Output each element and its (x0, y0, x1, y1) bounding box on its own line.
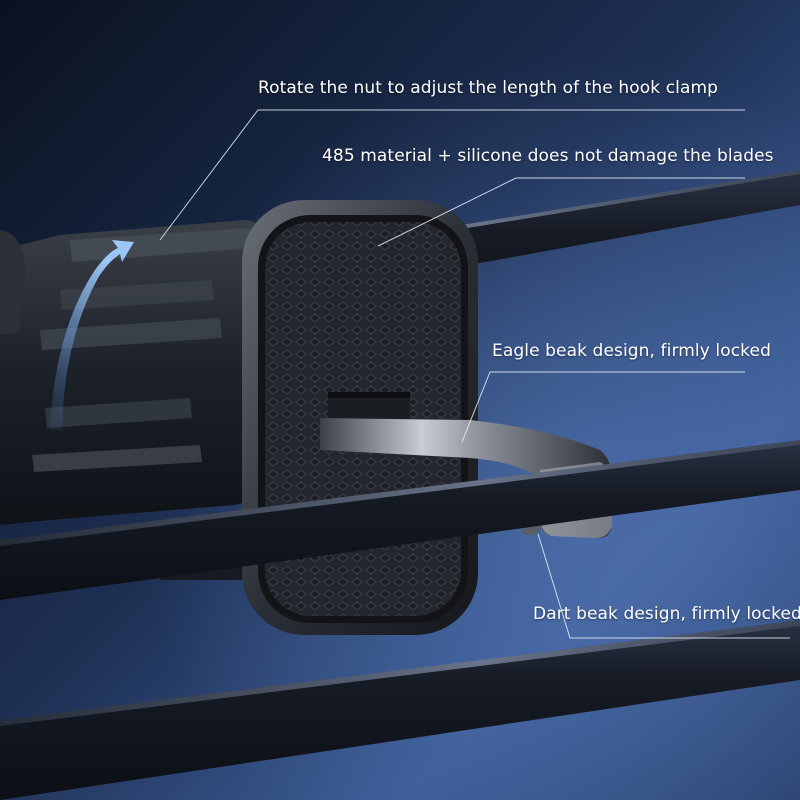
rotation-arrow-icon (50, 240, 134, 430)
vent-blade-bottom (0, 620, 800, 800)
callout-line-eagle (461, 371, 745, 443)
callout-nut-rotation: Rotate the nut to adjust the length of t… (258, 78, 719, 98)
callout-line-pad (377, 177, 745, 247)
callout-line-dart (537, 533, 790, 639)
vent-blade-middle (0, 440, 800, 600)
callout-dart-beak: Dart beak design, firmly locked (533, 604, 800, 624)
adjustment-nut (0, 220, 272, 580)
callout-silicone-material: 485 material + silicone does not damage … (322, 146, 774, 166)
callout-lines (159, 109, 790, 639)
callout-line-nut (159, 109, 745, 241)
callout-eagle-beak: Eagle beak design, firmly locked (492, 341, 771, 361)
silicone-pad (242, 200, 478, 635)
